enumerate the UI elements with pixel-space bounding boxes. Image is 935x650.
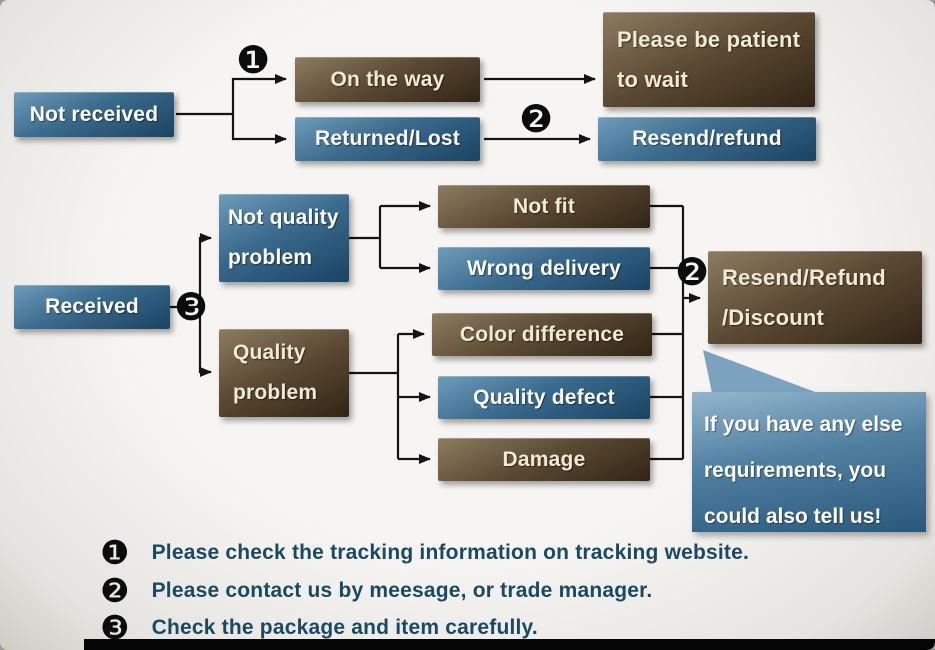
node-quality-defect: Quality defect: [438, 376, 650, 419]
legend-item-2: ❷ Please contact us by meesage, or trade…: [100, 574, 652, 607]
bottom-black-bar: [84, 639, 935, 650]
node-resend-refund-discount: Resend/Refund /Discount: [708, 251, 922, 344]
bubble-line: could also tell us!: [704, 505, 882, 528]
node-on-the-way: On the way: [295, 57, 480, 102]
node-line: Quality: [233, 341, 306, 364]
node-line: problem: [228, 246, 313, 269]
node-not-fit: Not fit: [438, 185, 650, 228]
node-not-quality-problem: Not quality problem: [219, 194, 349, 282]
legend-num-icon: ❸: [100, 608, 130, 647]
node-received: Received: [14, 285, 170, 329]
node-resend-refund: Resend/refund: [598, 117, 816, 161]
legend-item-3: ❸ Check the package and item carefully.: [100, 611, 538, 644]
node-line: problem: [233, 381, 318, 404]
marker-1: ❶: [236, 38, 271, 82]
bubble-line: If you have any else: [704, 413, 903, 436]
node-line: Resend/Refund: [722, 264, 886, 290]
legend-item-1: ❶ Please check the tracking information …: [100, 536, 749, 569]
marker-2-right: ❷: [675, 250, 710, 294]
legend-text: Please check the tracking information on…: [151, 540, 750, 564]
node-returned-lost: Returned/Lost: [295, 117, 480, 161]
bubble-line: requirements, you: [704, 459, 887, 482]
legend-num-icon: ❷: [100, 571, 130, 610]
flow-arrows: [170, 74, 701, 464]
legend-text: Check the package and item carefully.: [151, 615, 538, 639]
marker-2-top: ❷: [519, 97, 554, 141]
node-line: /Discount: [722, 304, 825, 330]
node-please-be-patient: Please be patient to wait: [603, 12, 815, 107]
node-damage: Damage: [438, 438, 650, 481]
speech-bubble: If you have any else requirements, you c…: [692, 392, 926, 532]
legend-text: Please contact us by meesage, or trade m…: [151, 578, 653, 602]
node-wrong-delivery: Wrong delivery: [438, 247, 650, 290]
node-line: Not quality: [228, 206, 339, 229]
speech-bubble-tail: [703, 350, 818, 393]
node-not-received: Not received: [14, 92, 174, 137]
node-line: Please be patient: [617, 26, 801, 52]
node-color-difference: Color difference: [432, 313, 652, 356]
marker-3: ❸: [174, 285, 209, 329]
legend-num-icon: ❶: [100, 533, 130, 572]
node-line: to wait: [617, 66, 689, 92]
node-quality-problem: Quality problem: [219, 329, 349, 417]
